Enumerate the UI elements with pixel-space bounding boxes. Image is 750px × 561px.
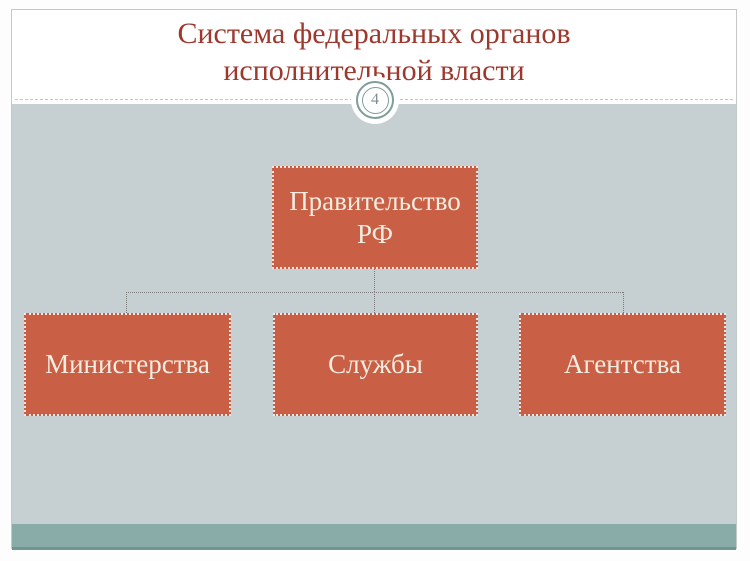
- slide-title: Система федеральных органов исполнительн…: [114, 10, 634, 89]
- org-node-ministries: Министерства: [24, 313, 231, 416]
- org-node-services-label: Службы: [328, 349, 423, 380]
- page-number: 4: [371, 91, 379, 108]
- slide: Система федеральных органов исполнительн…: [11, 9, 737, 550]
- slide-title-line-1: Система федеральных органов: [177, 17, 571, 50]
- org-node-ministries-label: Министерства: [45, 349, 210, 380]
- org-node-root-label: Правительство РФ: [289, 186, 461, 249]
- page-number-inner-ring: 4: [361, 86, 389, 114]
- org-node-agencies: Агентства: [519, 313, 726, 416]
- footer-accent-band: [12, 524, 736, 550]
- slide-body: Правительство РФ Министерства Службы Аге…: [12, 104, 736, 524]
- org-node-services: Службы: [273, 313, 478, 416]
- connector-drop-middle: [374, 292, 375, 313]
- connector-drop-left: [126, 292, 127, 313]
- org-node-root: Правительство РФ: [272, 166, 478, 269]
- org-node-agencies-label: Агентства: [564, 349, 681, 380]
- connector-drop-right: [623, 292, 624, 313]
- page-number-badge: 4: [356, 81, 394, 119]
- connector-stem: [374, 269, 375, 292]
